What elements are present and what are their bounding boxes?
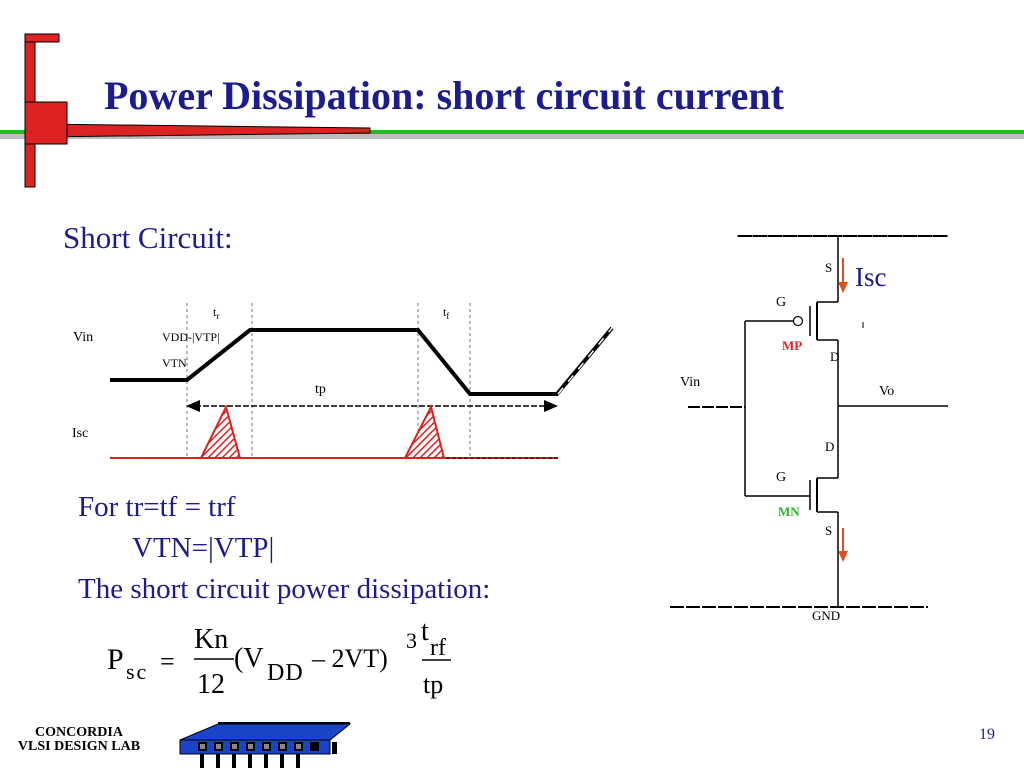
header-gray-rule [0,134,1024,139]
formula-open-paren: (V [234,643,264,674]
pmos-bubble [792,315,804,327]
tf-label: tf [443,305,449,321]
pmos-source-label: S [825,260,832,275]
isc-label: Isc [72,426,88,441]
logo-square [24,101,68,145]
circuit-vin-label: Vin [680,375,700,390]
nmos-source-label: S [825,523,832,538]
chip-logo-icon [179,722,352,768]
formula-kn: Kn [194,624,228,655]
footer-lab-line1: CONCORDIA [35,725,123,740]
nmos-drain-label: D [825,439,834,454]
formula-p-sub: sc [126,659,148,684]
body-line-dissipation: The short circuit power dissipation: [78,573,491,605]
isc-pulse-fall [403,404,446,459]
formula-equals: = [160,647,175,676]
formula-t-sub: rf [430,635,446,661]
header-decoration [0,33,1024,188]
pmos-gate-label: G [776,295,786,310]
circuit-isc-label: Isc [855,262,886,292]
pmos-name-label: MP [782,338,802,353]
logo-bracket-top [24,33,60,43]
formula-tp: tp [423,670,443,699]
formula-power: 3 [406,628,417,653]
isc-arrow-bottom-icon [838,551,848,562]
vdd-vtp-label: VDD-|VTP| [162,330,219,344]
vin-waveform [110,326,614,396]
formula-v-sub: DD [267,660,304,686]
pmos-drain-label: D [830,349,839,364]
slide-title: Power Dissipation: short circuit current [104,73,784,118]
gnd-label: GND [812,608,840,623]
vin-waveform-dash [557,327,613,395]
tr-label: tr [213,305,219,321]
header-green-rule [0,130,1024,134]
formula-twelve: 12 [197,669,225,700]
isc-pulse-rise [199,404,242,459]
body-line-conditions: For tr=tf = trf [78,491,236,523]
tp-label: tp [315,382,326,397]
footer-lab-name: CONCORDIA VLSI DESIGN LAB [0,726,158,754]
isc-arrow-top-icon [838,282,848,293]
nmos-name-label: MN [778,504,800,519]
section-label: Short Circuit: [63,220,233,255]
vin-label: Vin [73,330,93,345]
body-line-threshold: VTN=|VTP| [132,532,275,564]
vtn-label: VTN [162,356,187,370]
formula-p: P [107,643,124,676]
formula-minus-vt: – 2VT) [311,644,388,673]
nmos-gate-label: G [776,470,786,485]
page-number: 19 [979,726,995,743]
footer-lab-line2: VLSI DESIGN LAB [17,739,141,754]
tp-arrow-left-head [186,400,200,412]
tp-arrow-right-head [544,400,558,412]
formula-t: t [421,616,429,647]
circuit-vo-label: Vo [879,384,894,399]
